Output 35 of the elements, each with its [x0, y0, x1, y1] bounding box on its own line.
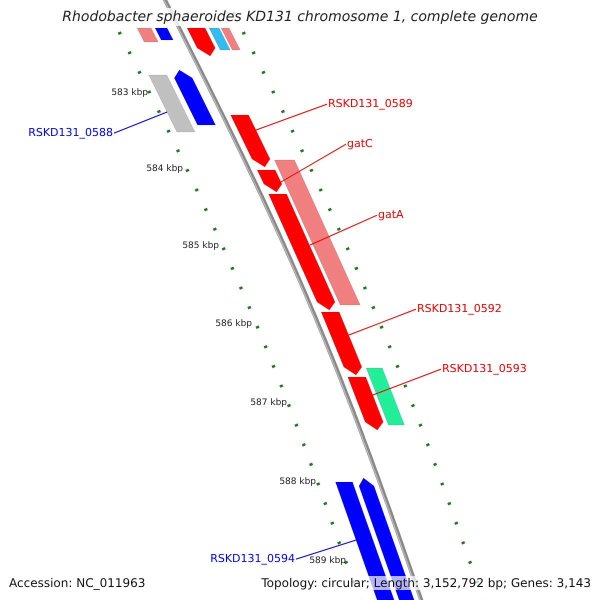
gene-label: RSKD131_0592 — [417, 302, 502, 315]
gene-feature — [220, 28, 241, 50]
leader-line — [255, 104, 328, 130]
gene-feature — [208, 28, 231, 50]
leader-line — [310, 214, 378, 246]
scale-label: 588 kbp — [279, 477, 316, 488]
gene-feature — [230, 114, 270, 168]
gene-label: gatC — [347, 137, 373, 150]
gene-feature — [274, 160, 361, 306]
gene-feature — [268, 194, 336, 310]
scale-label: 589 kbp — [309, 556, 346, 567]
scale-label: 583 kbp — [111, 88, 148, 99]
accession-text: Accession: NC_011963 — [9, 576, 146, 590]
scale-label: 587 kbp — [250, 398, 287, 409]
gene-feature — [174, 70, 216, 126]
genome-info-text: Topology: circular; Length: 3,152,792 bp; Genes: 3,143 — [261, 576, 591, 590]
leader-line — [280, 144, 346, 182]
leader-line — [348, 308, 416, 336]
scale-label: 584 kbp — [146, 164, 183, 175]
leader-line — [114, 112, 168, 134]
gene-label: RSKD131_0589 — [328, 97, 413, 110]
gene-feature — [148, 74, 196, 132]
scale-label: 585 kbp — [182, 241, 219, 252]
gene-feature — [366, 368, 405, 426]
gene-feature — [347, 376, 384, 430]
leader-line — [296, 540, 357, 560]
leader-line — [372, 368, 442, 396]
gene-label: RSKD131_0593 — [442, 362, 527, 375]
gene-label: gatA — [378, 208, 404, 221]
gene-label: RSKD131_0588 — [28, 126, 113, 139]
scale-label: 586 kbp — [215, 319, 252, 330]
gene-feature — [256, 170, 282, 192]
diagram-title: Rhodobacter sphaeroides KD131 chromosome 1, complete genome — [60, 8, 540, 26]
gene-label: RSKD131_0594 — [210, 552, 295, 565]
gene-feature — [320, 312, 362, 376]
